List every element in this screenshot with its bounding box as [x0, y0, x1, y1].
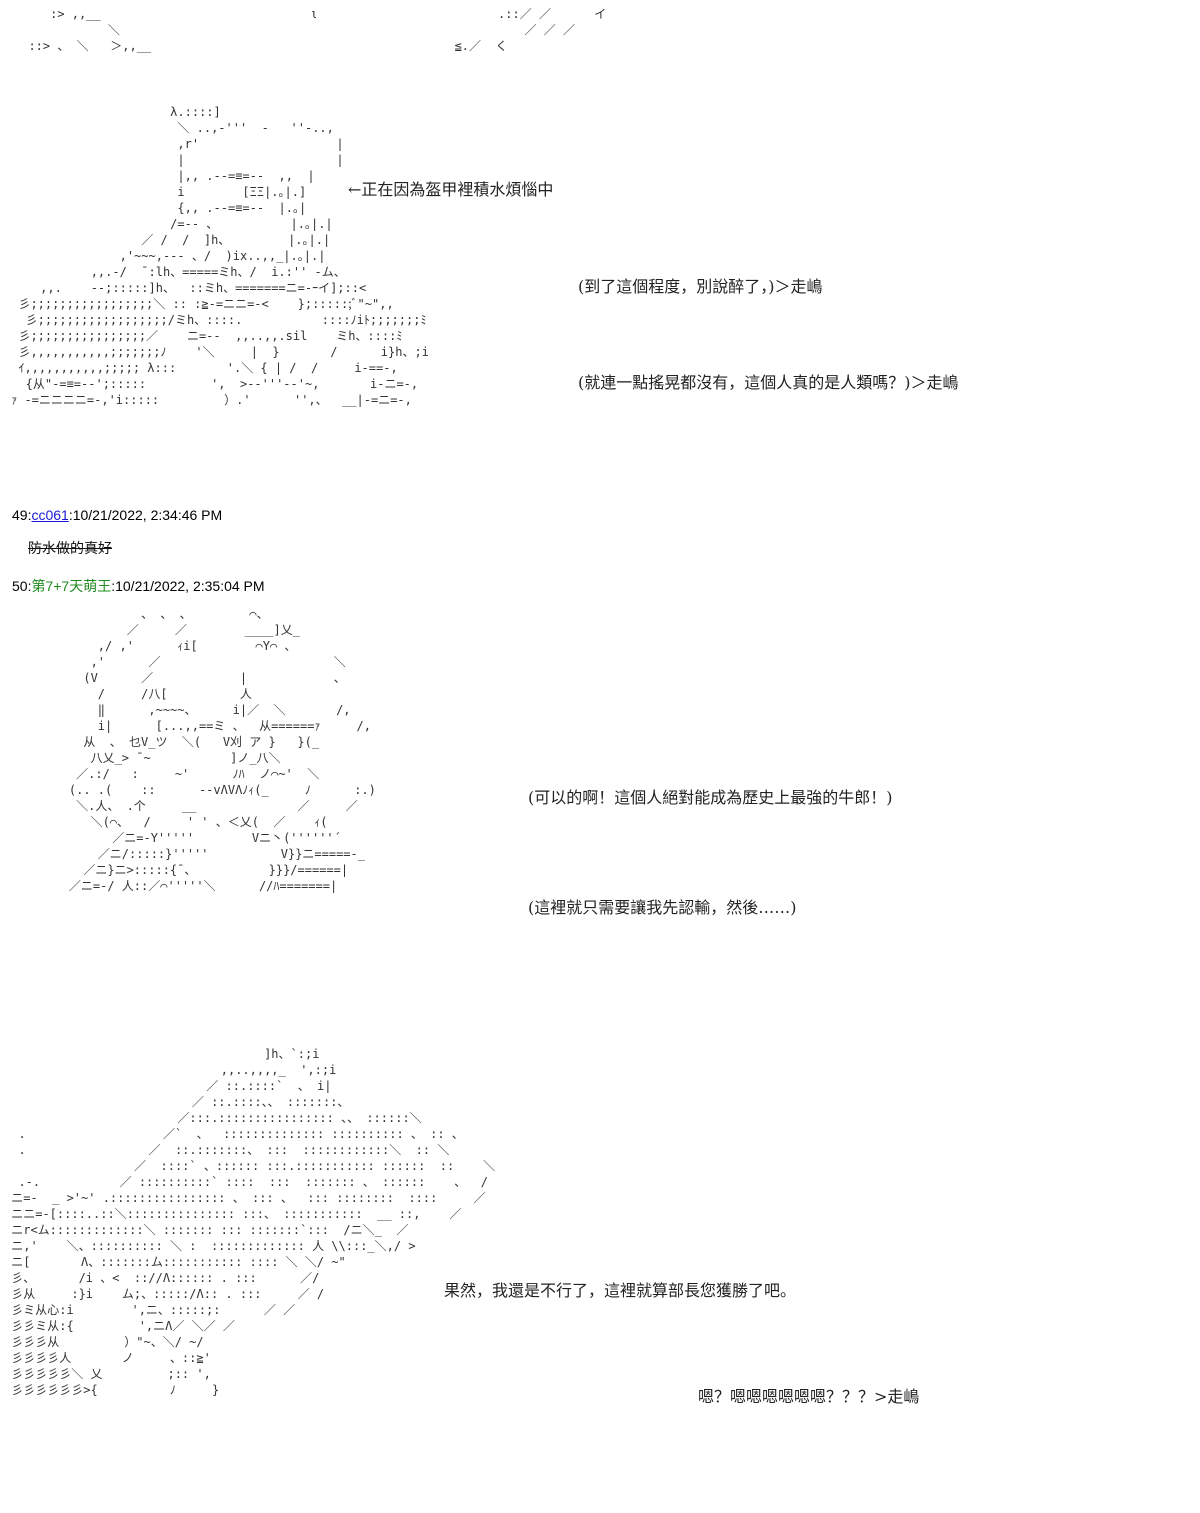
- post-number: 50: [12, 578, 28, 594]
- post-timestamp: 10/21/2022, 2:34:46 PM: [72, 507, 223, 523]
- note-dialogue-4: (這裡就只需要讓我先認輸，然後……): [528, 898, 797, 917]
- ascii-art-armor-figure: λ.::::] ＼ ..,-''' - ''-.., ,r' | | | |,,…: [11, 105, 429, 407]
- note-dialogue-6: 嗯？嗯嗯嗯嗯嗯嗯？？？>走嶋: [698, 1387, 920, 1406]
- note-dialogue-2: (就連一點搖晃都沒有，這個人真的是人類嗎？)＞走嶋: [578, 373, 959, 392]
- note-dialogue-5: 果然，我還是不行了，這裡就算部長您獲勝了吧。: [444, 1281, 797, 1300]
- ascii-art-character: 、 、 、 ⌒、 ／ ／ ____]乂_ ,/ ,' ｨi[ ⌒Υ⌒ 、 ,' …: [68, 607, 376, 893]
- poster-name: 第7+7天萌王: [31, 578, 112, 594]
- post-number: 49: [12, 507, 28, 523]
- poster-name-link[interactable]: cc061: [31, 507, 69, 523]
- note-dialogue-3: (可以的啊！這個人絕對能成為歷史上最強的牛郎！): [528, 788, 893, 807]
- note-armor-arrow: ←正在因為盔甲裡積水煩惱中: [348, 180, 554, 199]
- post-body-49: 防水做的真好: [28, 541, 112, 557]
- note-dialogue-1: (到了這個程度，別說醉了，)＞走嶋: [578, 277, 823, 296]
- post-header-50: 50:第7+7天萌王:10/21/2022, 2:35:04 PM: [12, 578, 265, 594]
- post-header-49: 49:cc061:10/21/2022, 2:34:46 PM: [12, 507, 223, 523]
- post-timestamp: 10/21/2022, 2:35:04 PM: [115, 578, 265, 594]
- ascii-art-top-scene: :> ,,__ ι .::／ ／ イ ＼ ／ ／ ／ ::> 、 ＼ ＞,,__: [28, 7, 607, 53]
- ascii-art-cat: ]h、`:;i ,,..,,,,_ ',:;i ／ ::.::::` 、 i| …: [11, 1047, 496, 1397]
